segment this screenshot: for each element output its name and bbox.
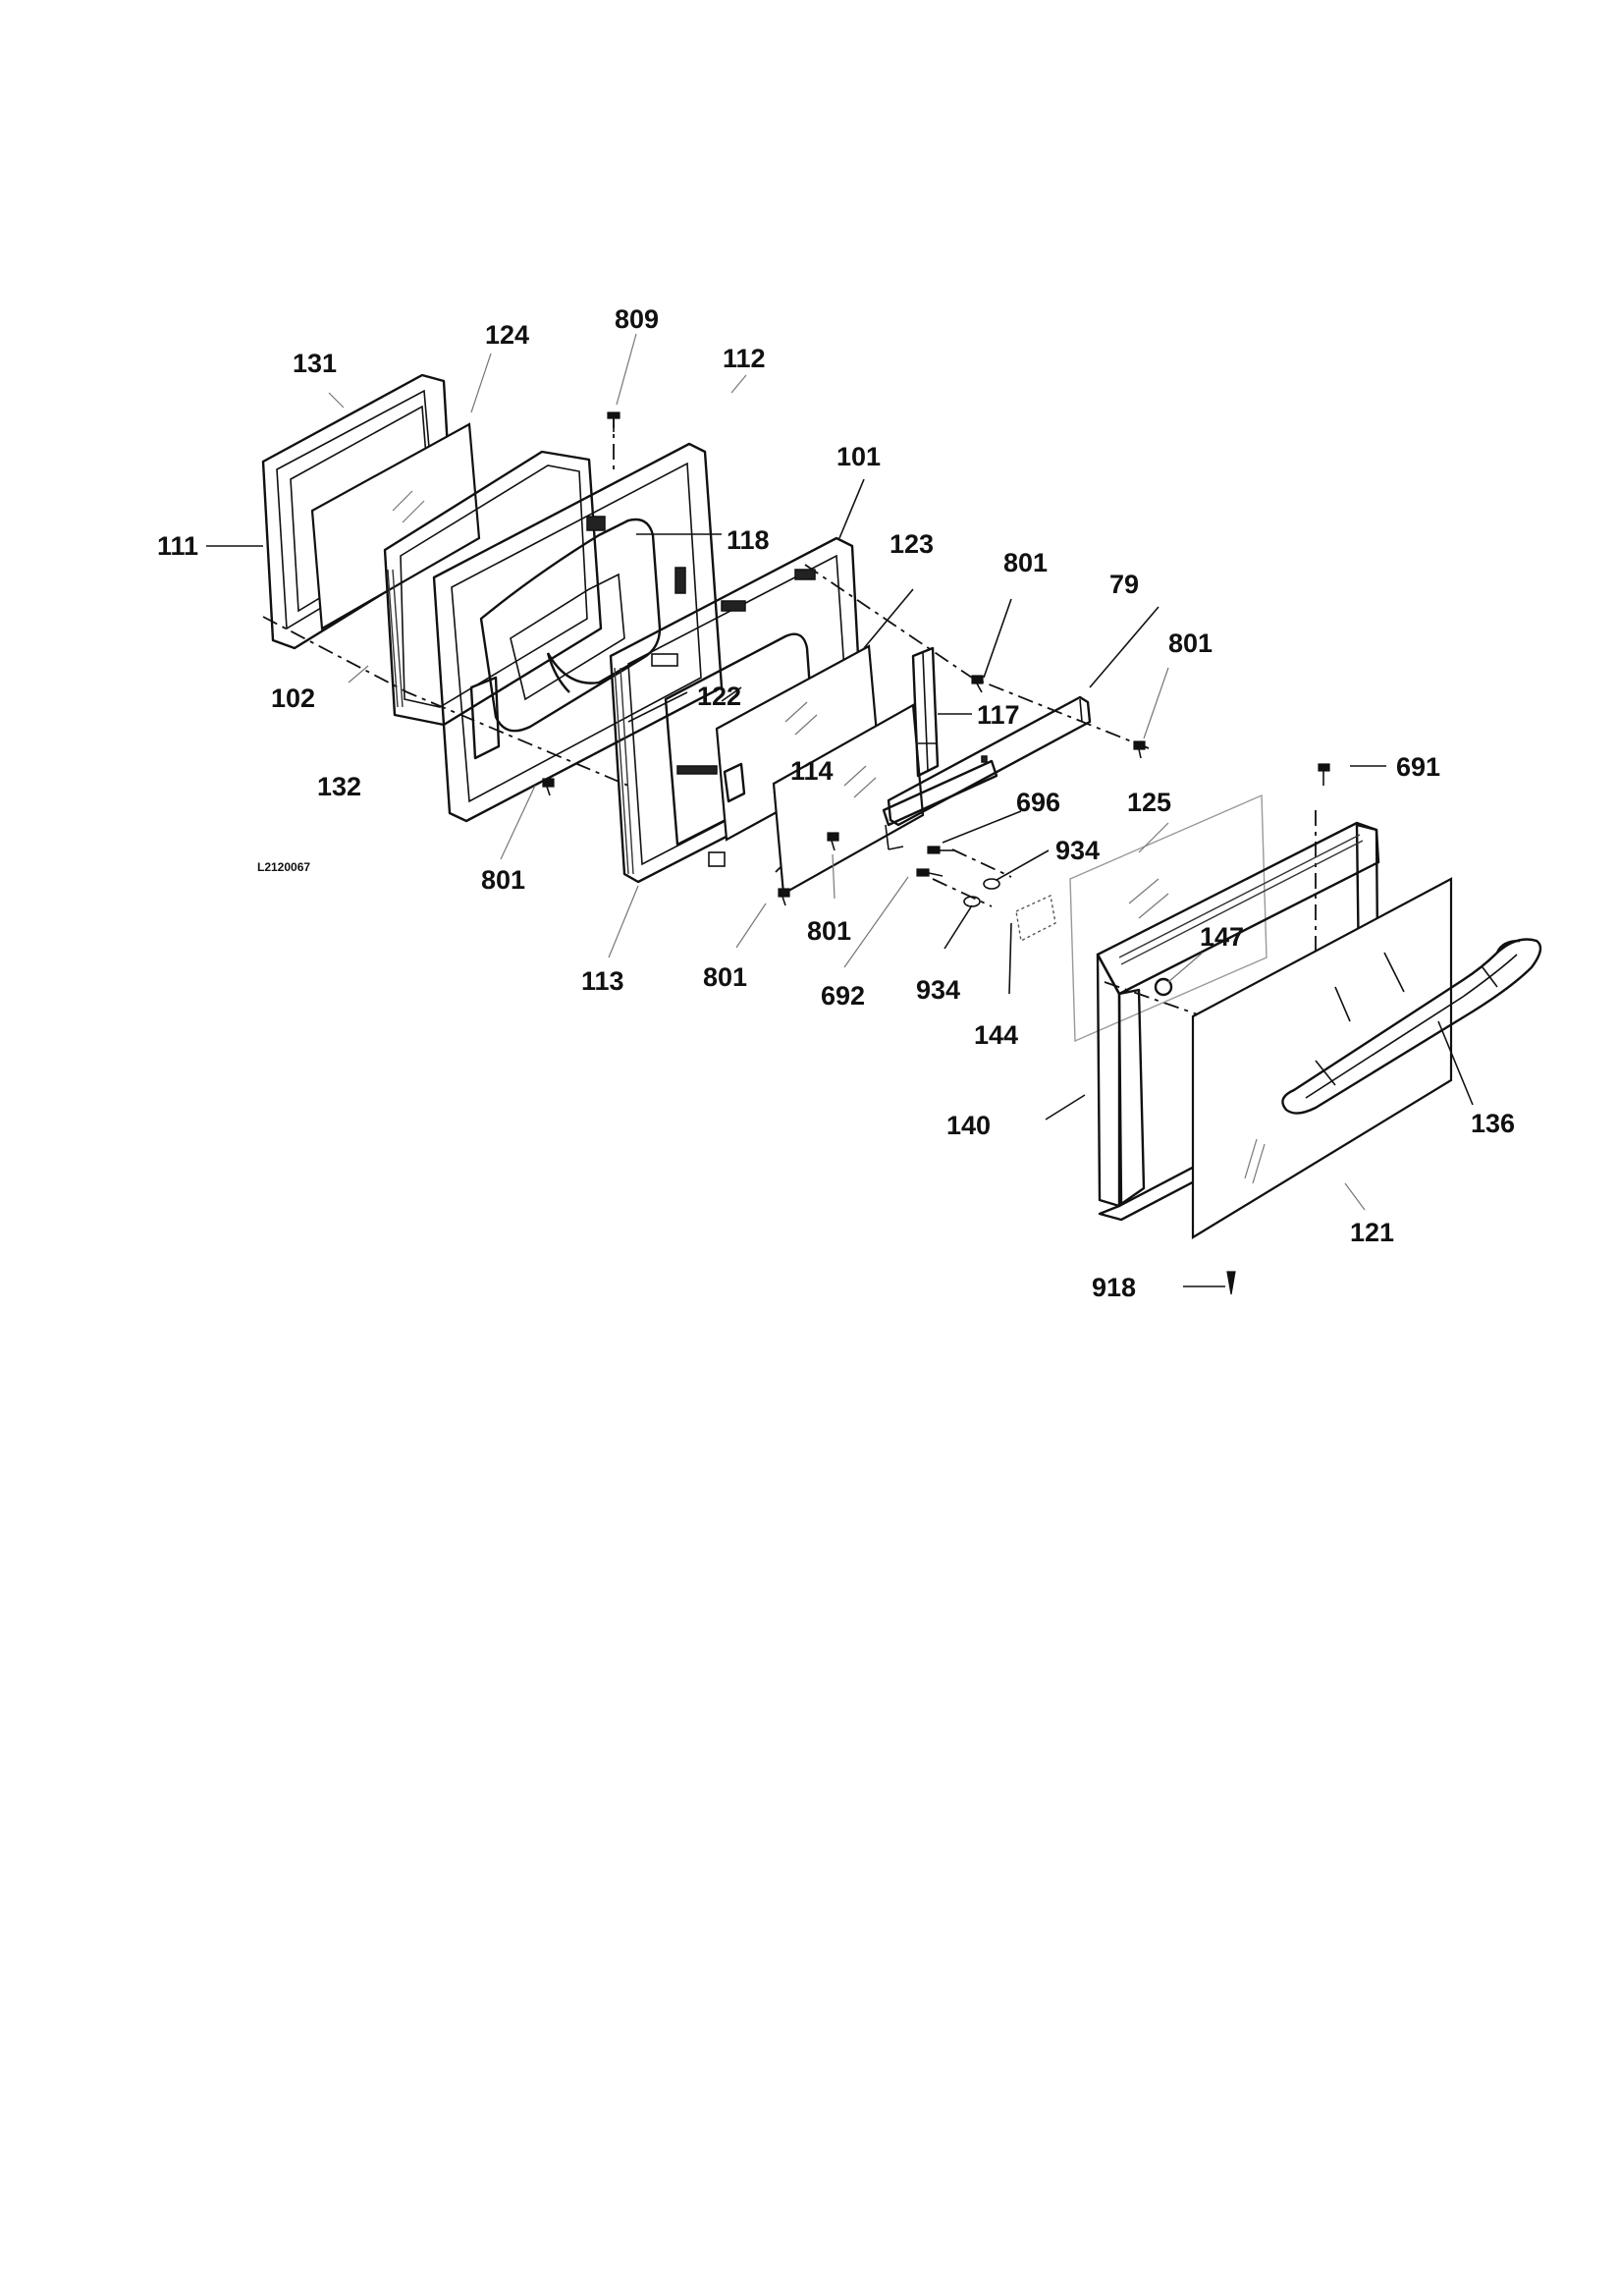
- label-102: 102: [271, 683, 315, 713]
- label-147: 147: [1200, 922, 1244, 952]
- label-918: 918: [1092, 1273, 1136, 1302]
- label-144: 144: [974, 1020, 1018, 1050]
- washer-934-a: [983, 878, 1000, 890]
- label-140: 140: [946, 1111, 991, 1140]
- label-125: 125: [1127, 788, 1171, 817]
- label-123: 123: [890, 529, 934, 559]
- label-691: 691: [1396, 752, 1440, 782]
- label-111: 111: [157, 531, 198, 561]
- part-144-bracket: [1015, 894, 1056, 943]
- screw-801-a: [971, 675, 984, 693]
- label-79: 79: [1109, 570, 1139, 599]
- screw-918: [1226, 1271, 1236, 1295]
- screw-692: [916, 868, 944, 877]
- drawing-code: L2120067: [257, 860, 310, 874]
- label-801-d: 801: [807, 916, 851, 946]
- label-113: 113: [581, 966, 624, 996]
- part-121-door-panel: [1191, 877, 1453, 1239]
- label-801-b: 801: [1168, 629, 1213, 658]
- label-121: 121: [1350, 1218, 1394, 1247]
- leader-lines: [206, 333, 1474, 1287]
- label-809: 809: [615, 304, 659, 334]
- part-114-glass-clip: [723, 762, 746, 803]
- fastener-screws: [542, 411, 1330, 1295]
- part-136-door-handle: [1281, 938, 1542, 1115]
- screw-691: [1318, 763, 1330, 786]
- label-692: 692: [821, 981, 865, 1011]
- label-132: 132: [317, 772, 361, 801]
- label-801-a: 801: [1003, 548, 1048, 577]
- part-125-outer-glass: [1069, 793, 1267, 1043]
- label-934-b: 934: [916, 975, 960, 1005]
- part-696-vent-strip: [882, 759, 998, 850]
- label-696: 696: [1016, 788, 1060, 817]
- label-124: 124: [485, 320, 529, 350]
- part-117-side-channel: [911, 646, 940, 778]
- label-934-a: 934: [1055, 836, 1100, 865]
- screw-809: [607, 411, 620, 432]
- screw-801-e: [778, 888, 790, 906]
- label-112: 112: [723, 344, 766, 373]
- label-801-e: 801: [703, 962, 747, 992]
- label-118: 118: [727, 525, 770, 555]
- part-79-trim-strip: [887, 695, 1092, 827]
- label-122: 122: [697, 682, 741, 711]
- label-101: 101: [836, 442, 881, 471]
- label-131: 131: [293, 349, 337, 378]
- part-124-inner-glass: [310, 422, 481, 630]
- screw-801-c: [542, 778, 555, 796]
- label-801-c: 801: [481, 865, 525, 895]
- part-132-door-liner: [432, 442, 724, 823]
- screw-801-b: [1133, 740, 1146, 759]
- label-117: 117: [977, 700, 1020, 730]
- part-123-glass: [772, 703, 925, 896]
- label-114: 114: [790, 756, 834, 786]
- screw-696: [927, 846, 954, 854]
- label-136: 136: [1471, 1109, 1515, 1138]
- screw-801-d: [827, 832, 839, 851]
- callout-labels: 131 124 809 112 101 111 118 123 801 79 8…: [157, 304, 1515, 1302]
- part-102-insulation: [383, 450, 603, 727]
